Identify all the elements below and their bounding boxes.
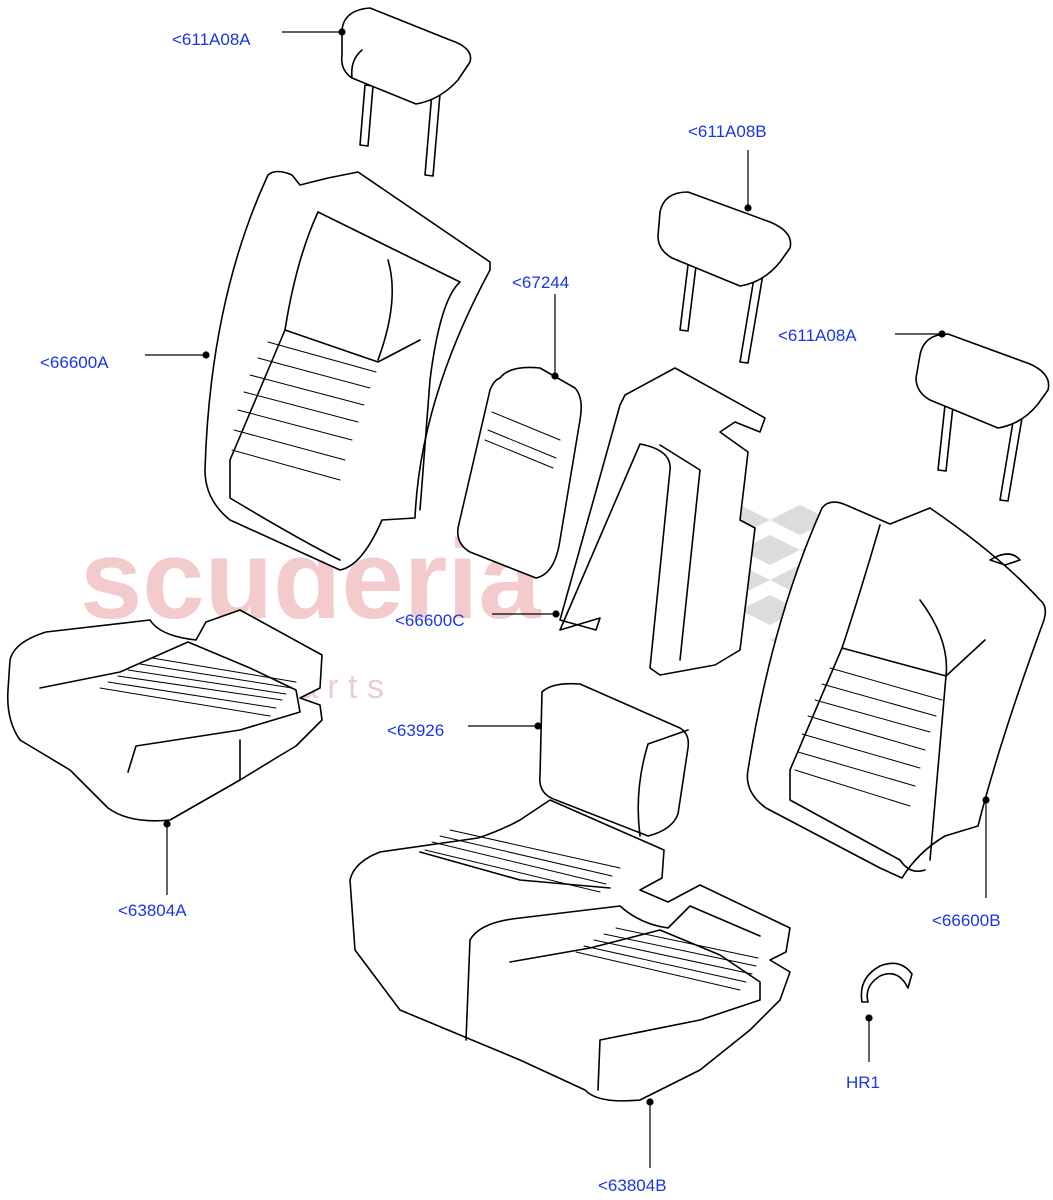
headrest-left — [340, 7, 472, 177]
callout-armrest[interactable]: <67244 — [512, 273, 570, 292]
backrest-center — [559, 367, 766, 676]
callout-headrest-left[interactable]: <611A08A — [172, 30, 251, 49]
callout-cushion-center[interactable]: <63804B — [598, 1176, 667, 1195]
headrest-right — [915, 333, 1050, 502]
armrest-cover — [539, 682, 690, 837]
callout-backrest-left[interactable]: <66600A — [40, 353, 109, 372]
backrest-right — [746, 501, 1047, 879]
armrest — [456, 366, 582, 579]
callout-armrest-cover[interactable]: <63926 — [387, 721, 445, 740]
headrest-center — [657, 191, 792, 364]
hook-hr1 — [860, 962, 913, 1003]
callout-cushion-left[interactable]: <63804A — [118, 901, 187, 920]
callout-hook[interactable]: HR1 — [846, 1073, 881, 1092]
callout-backrest-right[interactable]: <66600B — [932, 911, 1001, 930]
callout-backrest-center[interactable]: <66600C — [395, 611, 465, 630]
callout-headrest-right[interactable]: <611A08A — [778, 326, 857, 345]
backrest-left — [204, 170, 491, 571]
callout-headrest-center[interactable]: <611A08B — [688, 122, 767, 141]
cushion-left — [6, 609, 323, 822]
cushion-center — [349, 799, 791, 1102]
